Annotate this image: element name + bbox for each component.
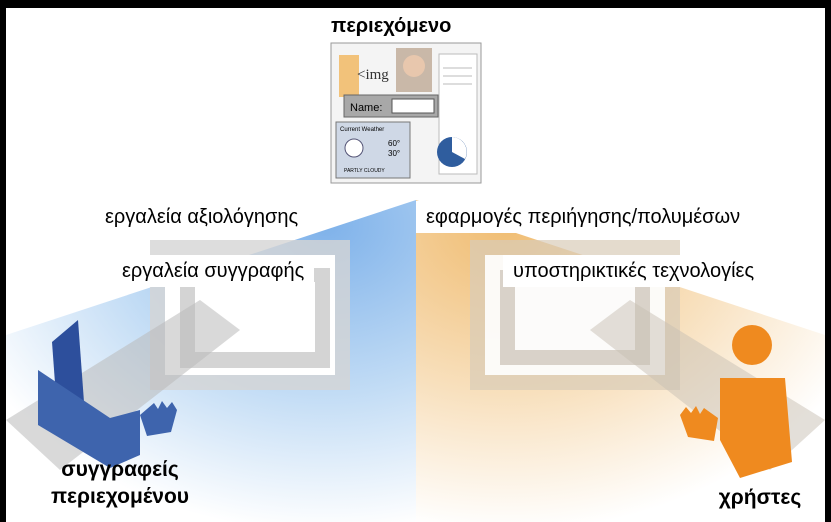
authors-label-line2: περιεχομένου	[50, 485, 190, 508]
left-box-authoring-tools: εργαλεία συγγραφής	[112, 255, 315, 287]
child-photo	[403, 55, 425, 77]
authors-label-line1: συγγραφείς	[61, 458, 179, 481]
weather-condition: PARTLY CLOUDY	[344, 168, 385, 174]
content-title: περιεχόμενο	[331, 15, 452, 37]
content-image: <img Name: Current Weather 60° 30° PARTL…	[330, 42, 482, 184]
authors-label: συγγραφείς περιεχομένου	[20, 456, 220, 510]
weather-title: Current Weather	[340, 127, 384, 133]
weather-temp-high: 60°	[388, 139, 400, 148]
right-box-browsers-media: εφαρμογές περιήγησης/πολυμέσων	[416, 201, 751, 233]
left-box-assessment-tools: εργαλεία αξιολόγησης	[95, 201, 309, 233]
img-tag-text: <img	[357, 67, 389, 83]
weather-temp-low: 30°	[388, 149, 400, 158]
author-figure	[38, 320, 177, 468]
name-field-box	[391, 98, 435, 114]
user-hand-icon	[680, 406, 718, 441]
user-figure	[680, 325, 792, 478]
users-label: χρήστες	[718, 486, 802, 509]
author-hand-icon	[140, 401, 177, 436]
name-field-label: Name:	[350, 102, 382, 114]
user-head-icon	[732, 325, 772, 365]
right-box-assistive-tech: υποστηρικτικές τεχνολογίες	[503, 255, 765, 287]
